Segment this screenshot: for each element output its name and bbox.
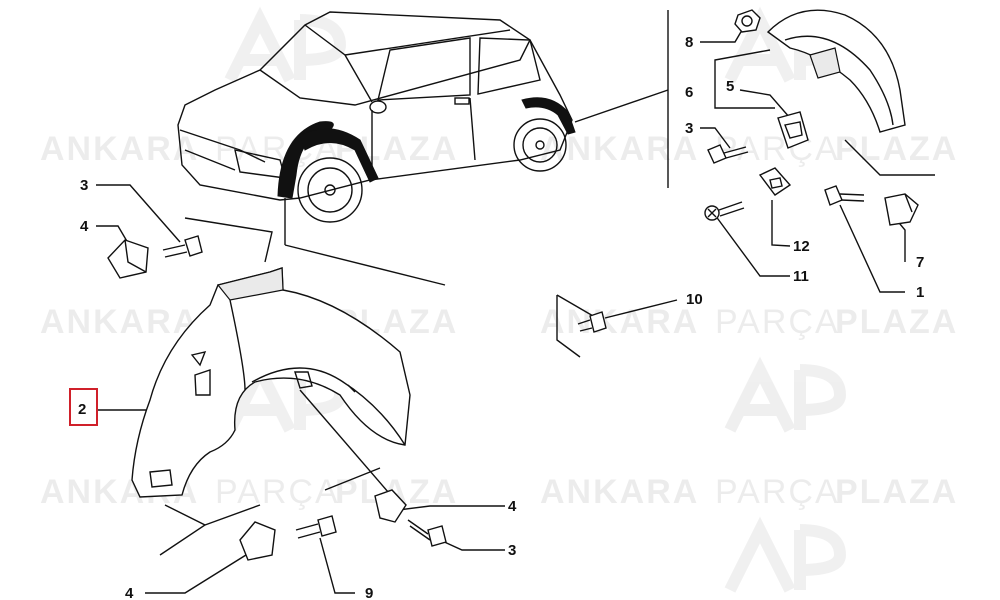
callout-4[interactable]: 4 bbox=[80, 218, 89, 235]
screw-part-9 bbox=[317, 515, 337, 537]
bolt-part-1 bbox=[824, 185, 843, 206]
clip-part-4 bbox=[239, 521, 276, 561]
watermark-text: PARÇA bbox=[715, 303, 840, 341]
callout-3[interactable]: 3 bbox=[685, 120, 693, 137]
car-illustration bbox=[177, 11, 576, 245]
nut-plate-part-12 bbox=[758, 167, 792, 196]
callout-8[interactable]: 8 bbox=[685, 34, 693, 51]
watermark-text: ANKARA bbox=[540, 473, 699, 511]
selected-part-highlight bbox=[69, 388, 98, 426]
callout-5[interactable]: 5 bbox=[726, 78, 734, 95]
watermark-text: ANKARA bbox=[540, 303, 699, 341]
hardware-parts bbox=[107, 9, 919, 561]
callout-12[interactable]: 12 bbox=[793, 238, 810, 255]
rear-wheel-arch-liner-part bbox=[766, 9, 906, 133]
callout-3[interactable]: 3 bbox=[508, 542, 516, 559]
callout-labels: 8 6 5 3 12 11 7 1 3 4 10 2 4 3 4 9 bbox=[78, 34, 924, 600]
callout-11[interactable]: 11 bbox=[793, 268, 809, 285]
callout-2[interactable]: 2 bbox=[78, 401, 86, 418]
screw-part-3 bbox=[184, 235, 203, 257]
callout-7[interactable]: 7 bbox=[916, 254, 924, 271]
nut-part-8 bbox=[734, 9, 761, 33]
watermark-text: PLAZA bbox=[835, 473, 958, 511]
callout-4[interactable]: 4 bbox=[508, 498, 517, 515]
watermark-text: PLAZA bbox=[835, 303, 958, 341]
clip-part-4 bbox=[374, 489, 407, 523]
callout-10[interactable]: 10 bbox=[686, 291, 703, 308]
watermark-text: ANKARA bbox=[40, 303, 199, 341]
watermark-text: ANKARA bbox=[40, 130, 199, 168]
callout-6[interactable]: 6 bbox=[685, 84, 693, 101]
callout-1[interactable]: 1 bbox=[916, 284, 924, 301]
watermark-text: PLAZA bbox=[835, 130, 958, 168]
watermark-text: PARÇA bbox=[715, 473, 840, 511]
screw-part-3 bbox=[427, 525, 447, 547]
callout-4[interactable]: 4 bbox=[125, 585, 134, 600]
watermark-text: PARÇA bbox=[715, 130, 840, 168]
callout-9[interactable]: 9 bbox=[365, 585, 373, 600]
watermark-text: PARÇA bbox=[215, 473, 340, 511]
clip-part-7 bbox=[884, 193, 919, 226]
callout-3[interactable]: 3 bbox=[80, 177, 88, 194]
clip-part-5 bbox=[777, 111, 809, 149]
front-wheel-arch-liner-part bbox=[131, 267, 411, 498]
watermark-layer: ANKARA PARÇA PLAZA ANKARA PARÇA PLAZA AN… bbox=[40, 6, 958, 593]
screw-part-10 bbox=[589, 311, 607, 333]
